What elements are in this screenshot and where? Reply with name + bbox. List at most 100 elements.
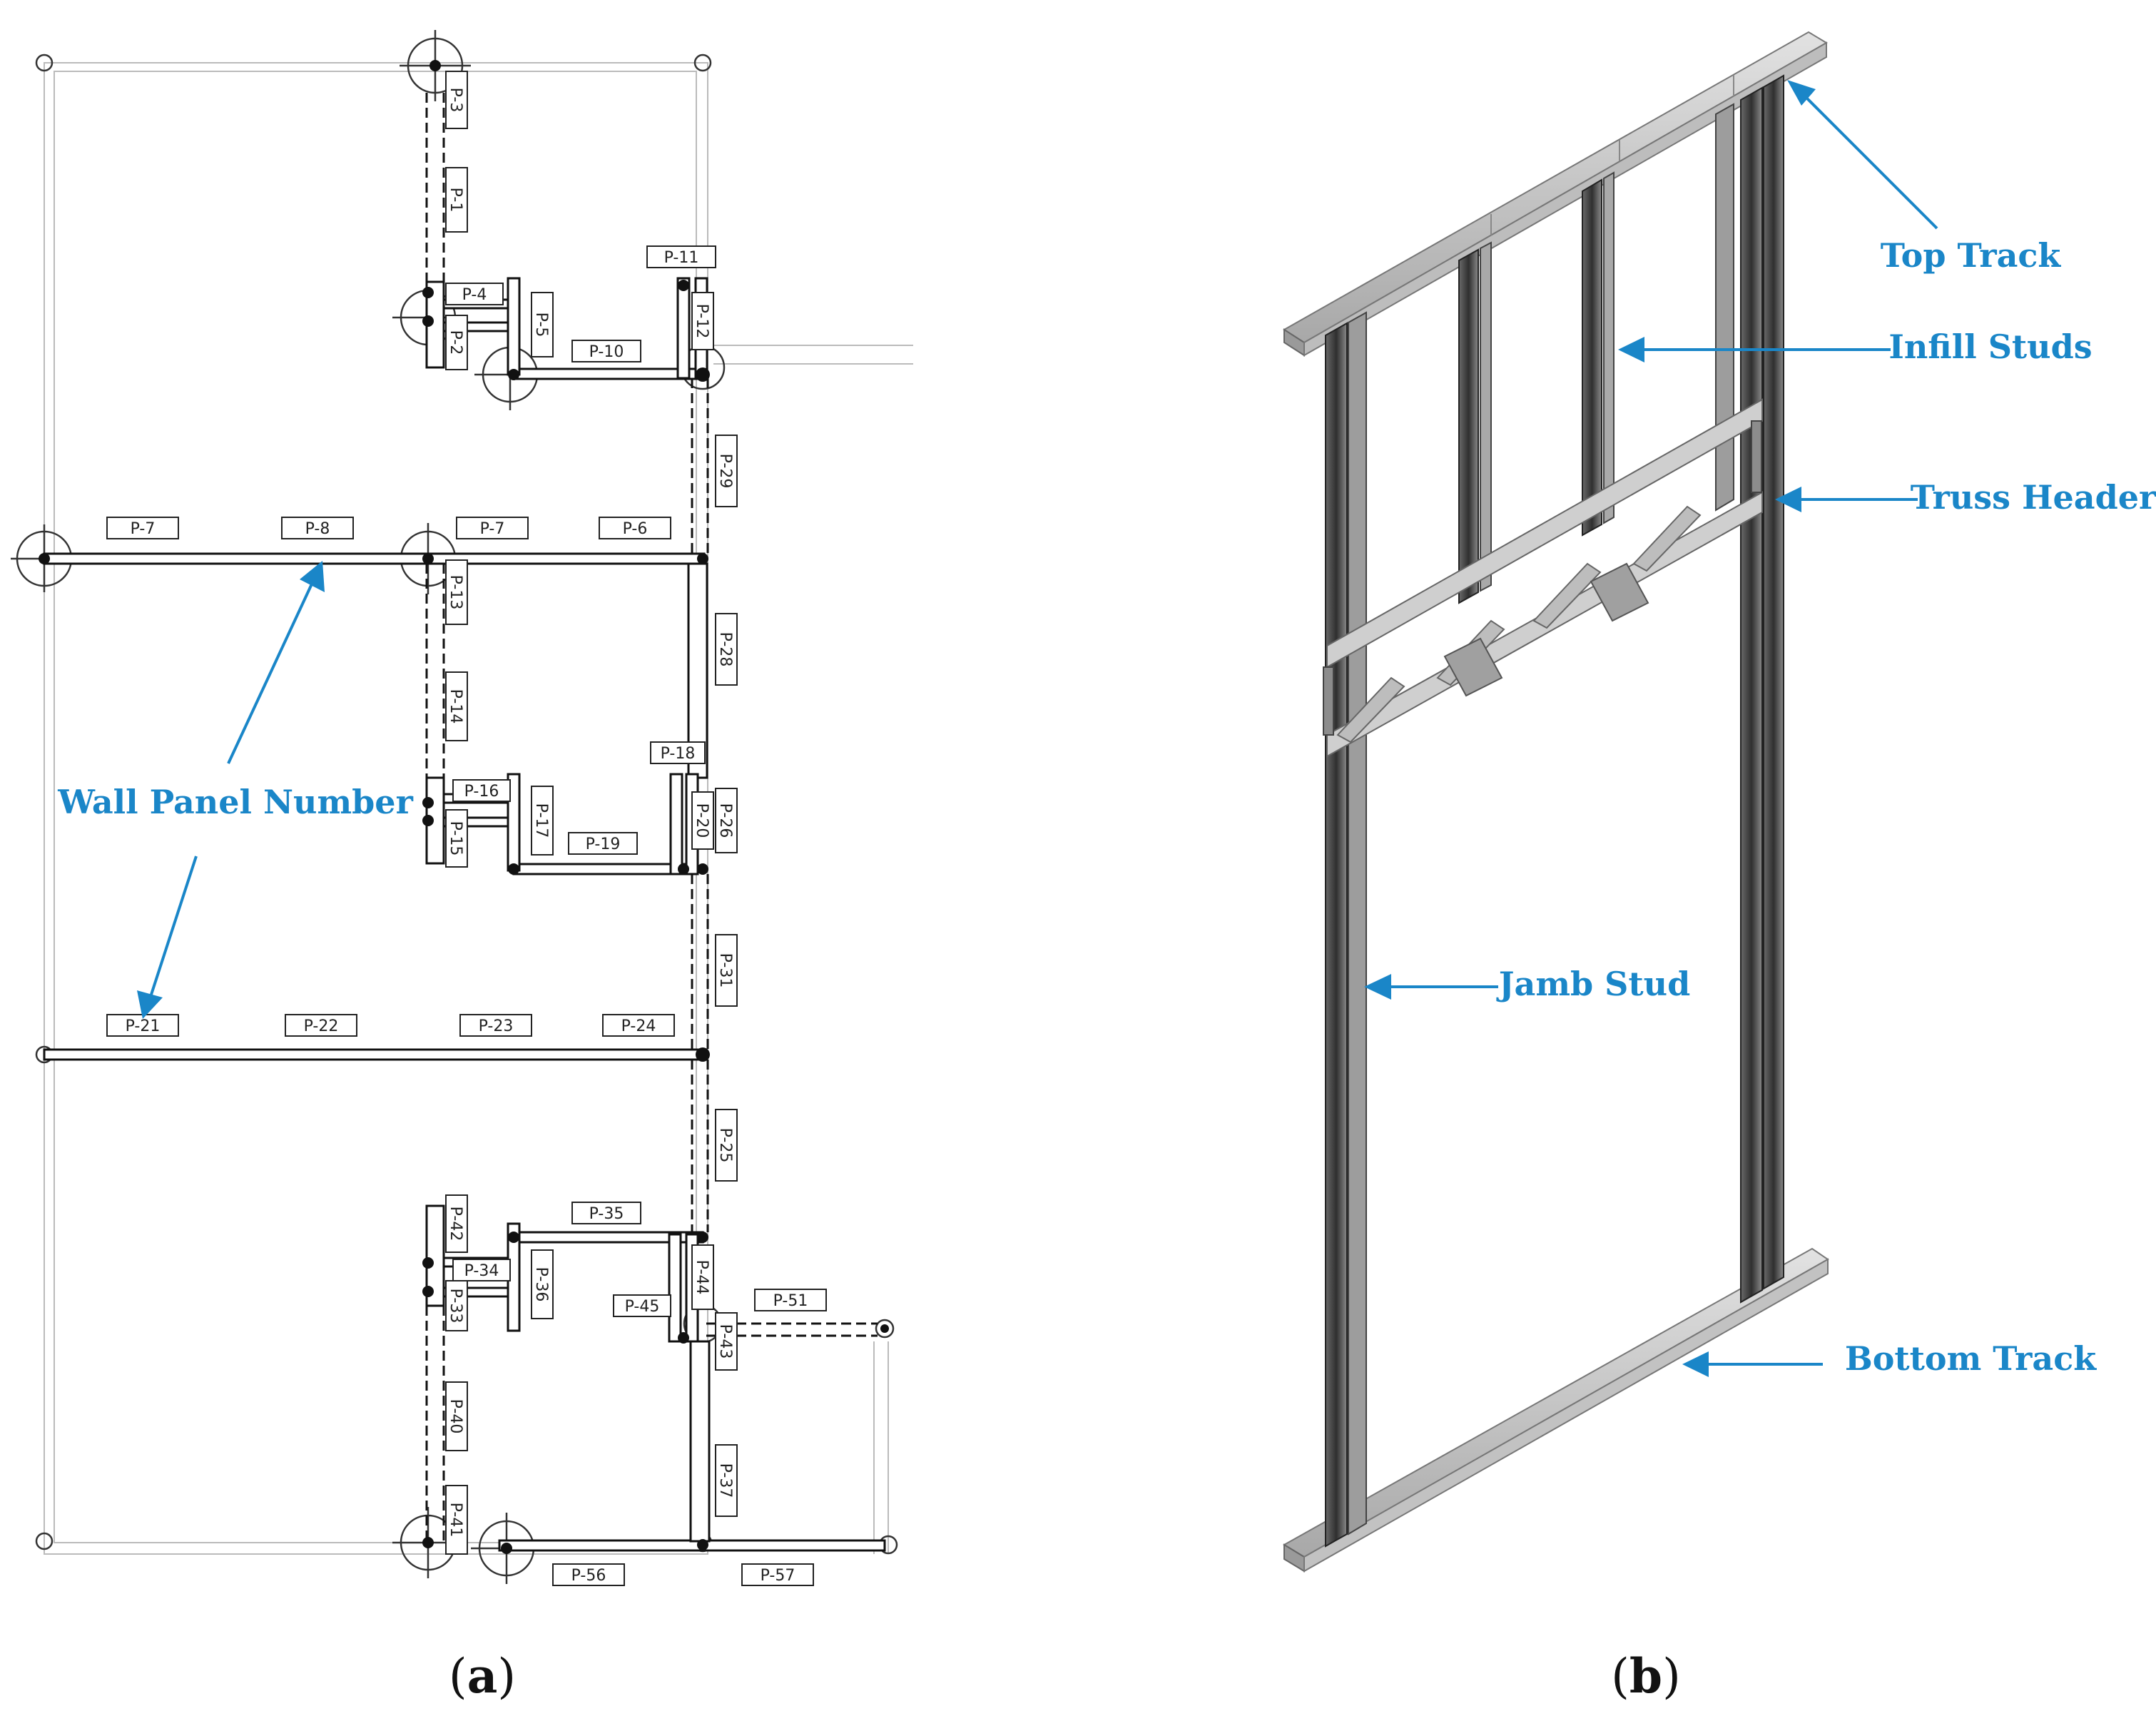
svg-text:P-35: P-35 — [589, 1205, 624, 1223]
svg-text:P-22: P-22 — [304, 1017, 339, 1035]
truss-header — [1323, 398, 1763, 758]
svg-text:P-43: P-43 — [716, 1324, 734, 1359]
svg-text:P-45: P-45 — [625, 1298, 660, 1316]
panel-tag-p45: P-45 — [613, 1294, 671, 1317]
svg-text:P-26: P-26 — [716, 803, 734, 838]
panel-tag-p9: P-7 — [106, 517, 179, 539]
svg-text:P-8: P-8 — [305, 520, 330, 538]
panel-tag-p35: P-35 — [571, 1202, 641, 1224]
svg-text:P-3: P-3 — [447, 88, 464, 113]
panel-tag-p31: P-31 — [715, 934, 738, 1007]
panel-tag-p36: P-36 — [531, 1249, 554, 1319]
panel-tag-p42: P-42 — [445, 1194, 468, 1253]
panel-tag-p18: P-18 — [650, 741, 706, 764]
panel-a-floor-plan: P-7 P-8 P-7 P-6 P-21 P-22 P-23 P-24 P-10… — [11, 30, 913, 1704]
walls-horizontal — [43, 298, 886, 1552]
panel-tag-p22: P-22 — [285, 1014, 357, 1037]
panel-tag-p29: P-29 — [715, 435, 738, 507]
svg-text:P-23: P-23 — [479, 1017, 514, 1035]
callout-arrow-down — [148, 856, 198, 1000]
panel-tag-p2: P-2 — [445, 315, 468, 370]
svg-text:P-40: P-40 — [447, 1399, 464, 1434]
jamb-stud-right — [1715, 74, 1784, 1304]
truss-header-arrowhead — [1775, 487, 1801, 512]
panel-tags: P-7 P-8 P-7 P-6 P-21 P-22 P-23 P-24 P-10… — [106, 245, 827, 1586]
svg-text:P-19: P-19 — [586, 836, 621, 853]
truss-header-label: Truss Header — [1911, 478, 2156, 517]
svg-text:P-5: P-5 — [532, 313, 550, 337]
junction-nodes — [39, 60, 889, 1554]
svg-text:P-10: P-10 — [589, 343, 624, 361]
panel-tag-p30: P-37 — [715, 1444, 738, 1517]
svg-text:P-16: P-16 — [464, 783, 499, 801]
jamb-stud-label: Jamb Stud — [1496, 965, 1691, 1003]
callout-arrowhead-down — [137, 990, 163, 1019]
panel-tags-vertical: P-3 P-1 P-2 P-5 P-12 P-29 P-13 P-14 P-15… — [445, 71, 738, 1555]
infill-studs-arrowhead — [1618, 337, 1644, 362]
infill-studs-label: Infill Studs — [1888, 328, 2092, 366]
panel-tag-p17: P-17 — [531, 786, 554, 856]
svg-text:P-44: P-44 — [693, 1260, 711, 1295]
svg-text:P-1: P-1 — [447, 188, 464, 213]
svg-text:P-31: P-31 — [716, 953, 734, 988]
caption-a: (a) — [449, 1648, 516, 1704]
svg-text:P-7: P-7 — [480, 520, 505, 538]
top-track-label: Top Track — [1881, 236, 2062, 275]
svg-text:P-4: P-4 — [462, 286, 487, 304]
svg-text:P-34: P-34 — [464, 1262, 499, 1280]
svg-text:P-51: P-51 — [773, 1292, 808, 1310]
bottom-track-label: Bottom Track — [1845, 1339, 2097, 1378]
panel-tag-p11: P-11 — [646, 245, 716, 268]
svg-text:P-29: P-29 — [716, 454, 734, 489]
svg-text:P-28: P-28 — [716, 632, 734, 667]
svg-text:P-13: P-13 — [447, 575, 464, 610]
svg-text:P-6: P-6 — [623, 520, 648, 538]
panel-tag-p14: P-14 — [445, 671, 468, 741]
svg-text:P-41: P-41 — [447, 1503, 464, 1538]
top-track — [1283, 31, 1828, 357]
svg-text:P-42: P-42 — [447, 1207, 464, 1242]
top-track-arrowhead — [1787, 80, 1816, 106]
svg-text:P-2: P-2 — [447, 330, 464, 355]
panel-tag-p24: P-24 — [602, 1014, 675, 1037]
svg-text:P-18: P-18 — [661, 745, 696, 763]
bottom-track — [1283, 1247, 1829, 1573]
panel-tag-p57: P-57 — [741, 1563, 814, 1586]
jamb-stud-arrowhead — [1364, 974, 1391, 1000]
panel-tag-p10: P-10 — [571, 340, 641, 362]
panel-tag-p19: P-19 — [568, 832, 638, 855]
panel-tag-p1: P-1 — [445, 167, 468, 233]
panel-tag-p4: P-4 — [445, 283, 504, 305]
panel-tag-p6: P-6 — [599, 517, 671, 539]
wall-panel-number-label: Wall Panel Number — [57, 783, 413, 821]
panel-tag-p12: P-12 — [691, 292, 714, 350]
frame-callouts: Top Track Infill Studs Truss Header Jamb… — [1364, 80, 2156, 1378]
panel-tag-p33: P-33 — [445, 1280, 468, 1331]
callout-arrowhead-up — [300, 561, 325, 592]
top-track-arrow — [1804, 95, 1938, 230]
panel-tag-p15: P-15 — [445, 809, 468, 868]
panel-tag-p51: P-51 — [754, 1289, 827, 1311]
infill-studs — [1458, 171, 1615, 604]
svg-text:P-21: P-21 — [126, 1017, 161, 1035]
svg-text:P-57: P-57 — [761, 1567, 795, 1585]
panel-tag-p8: P-8 — [281, 517, 354, 539]
panel-b-wall-frame: Top Track Infill Studs Truss Header Jamb… — [1283, 31, 2156, 1704]
panel-tag-p41: P-41 — [445, 1485, 468, 1555]
panel-tag-p40: P-40 — [445, 1381, 468, 1451]
panel-tag-p34: P-34 — [452, 1259, 511, 1281]
svg-text:P-33: P-33 — [447, 1289, 464, 1324]
svg-text:P-12: P-12 — [693, 304, 711, 339]
panel-tag-p25: P-25 — [715, 1109, 738, 1182]
panel-tag-p3: P-3 — [445, 71, 468, 129]
bottom-track-arrowhead — [1682, 1351, 1709, 1377]
panel-tag-p28: P-28 — [715, 613, 738, 686]
panel-tag-p26: P-26 — [715, 788, 738, 853]
callout-arrow-up — [227, 579, 315, 764]
panel-tag-p43: P-43 — [715, 1312, 738, 1371]
panel-tag-p56: P-56 — [552, 1563, 625, 1586]
jamb-stud-left — [1325, 311, 1367, 1548]
svg-text:P-7: P-7 — [131, 520, 156, 538]
svg-text:P-14: P-14 — [447, 689, 464, 724]
